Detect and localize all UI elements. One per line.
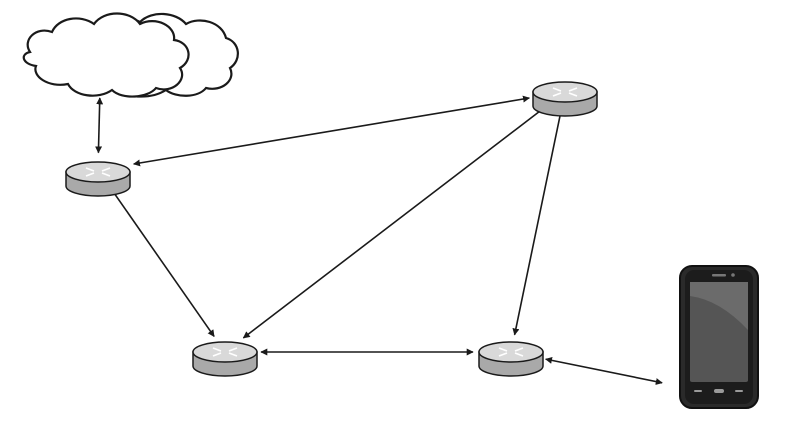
router-icon (532, 81, 598, 117)
smartphone-icon (679, 265, 759, 409)
link-router-bottom-right-to-phone-arrow (545, 356, 663, 385)
router-icon (65, 161, 131, 197)
router-icon (478, 341, 544, 377)
links-layer (95, 95, 663, 385)
cloud-front-shape (22, 12, 190, 98)
link-cloud-to-router-left-arrow (95, 97, 104, 154)
link-router-bottom-left-to-router-top-right-arrow (242, 106, 547, 339)
cloud-icon (22, 12, 239, 98)
link-router-left-to-router-bottom-left-arrow (108, 185, 215, 337)
link-router-left-to-router-top-right-arrow (133, 95, 530, 167)
link-router-top-right-to-router-bottom-right-arrow (512, 108, 564, 336)
router-icon (192, 341, 258, 377)
